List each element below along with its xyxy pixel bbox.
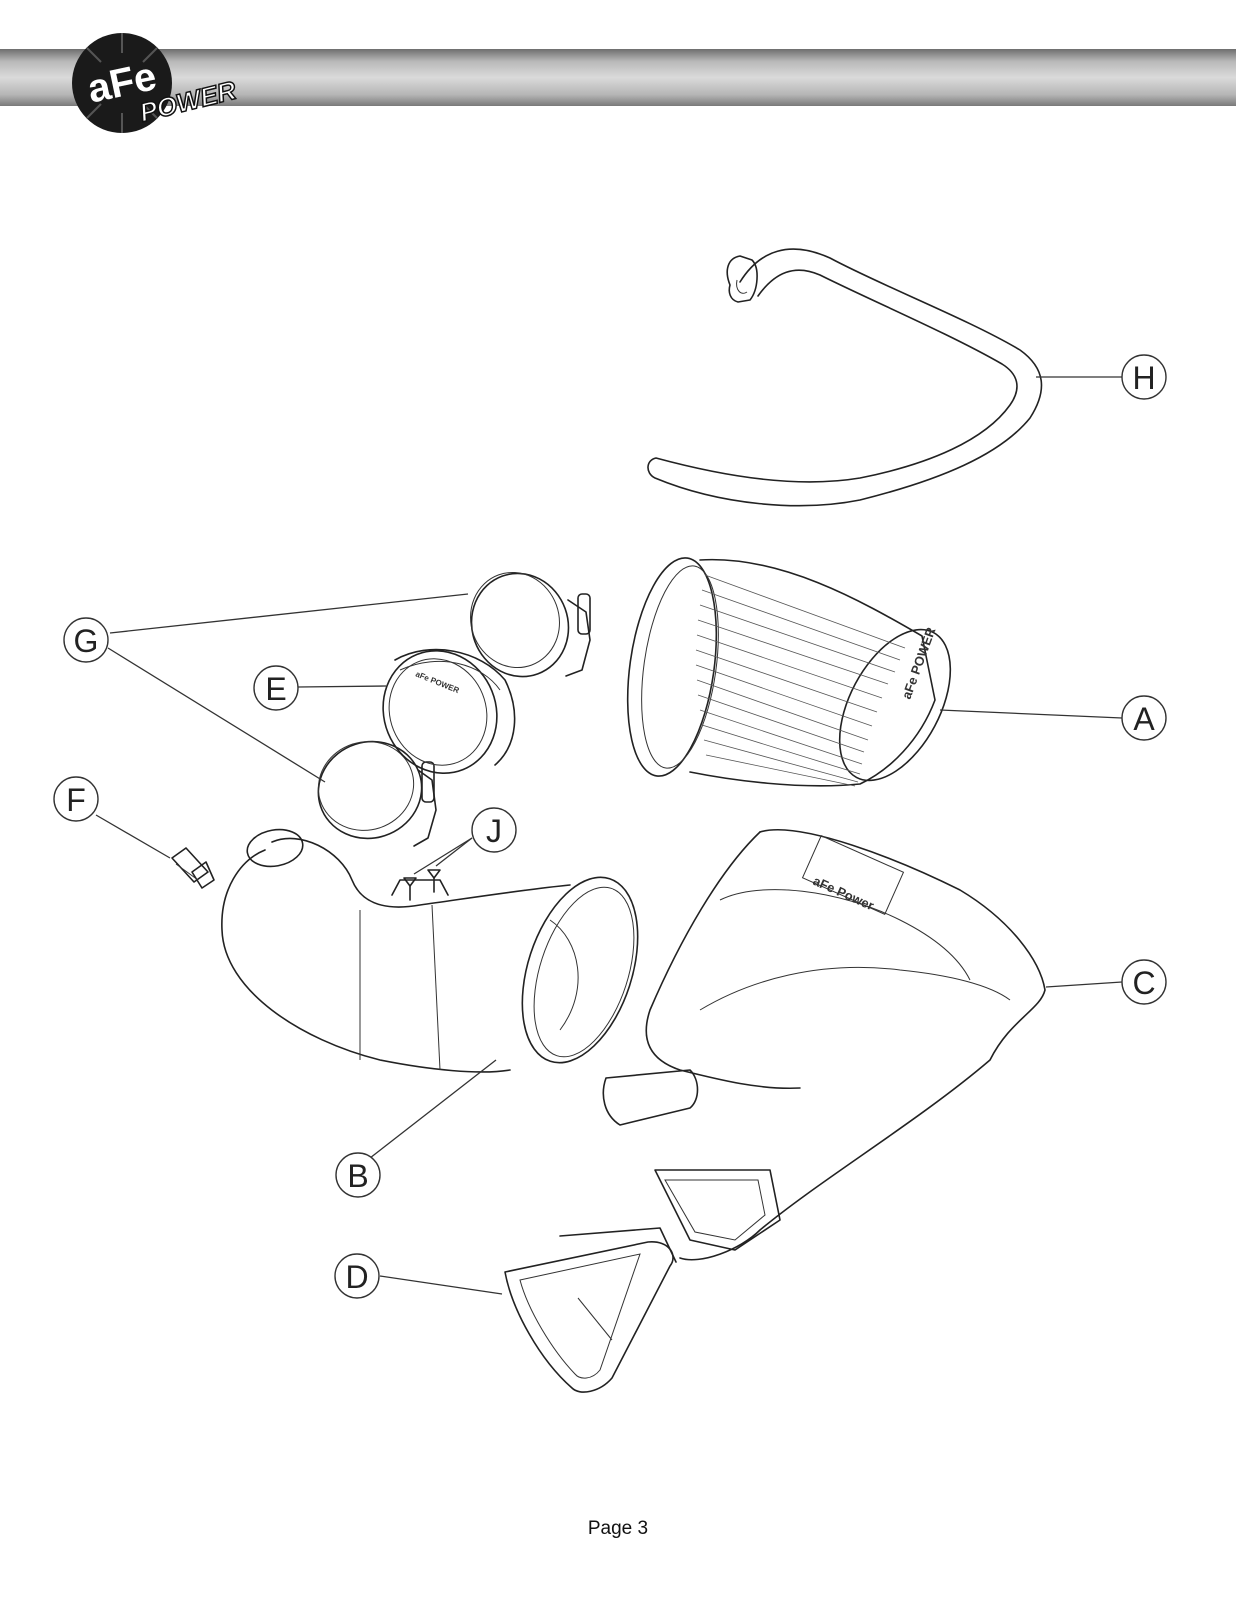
part-h-edge-trim xyxy=(647,248,1043,507)
svg-text:G: G xyxy=(74,623,99,659)
callout-d: D xyxy=(334,1253,503,1299)
svg-text:D: D xyxy=(345,1259,368,1295)
svg-text:B: B xyxy=(347,1158,368,1194)
callout-h: H xyxy=(1036,354,1167,400)
svg-text:H: H xyxy=(1132,360,1155,396)
svg-text:C: C xyxy=(1132,965,1155,1001)
page-number: Page 3 xyxy=(587,1518,649,1539)
svg-text:F: F xyxy=(66,782,86,818)
part-j-screws xyxy=(403,869,441,901)
part-e-coupler: aFe POWER xyxy=(382,648,516,774)
part-c-air-box: aFe Power xyxy=(602,829,1046,1261)
callout-a: A xyxy=(939,695,1167,741)
callout-b: B xyxy=(335,1059,497,1198)
coupler-imprint: aFe POWER xyxy=(414,670,460,696)
callout-e: E xyxy=(253,665,387,711)
part-d-duct-scoop xyxy=(504,1227,677,1393)
part-a-air-filter: aFe POWER xyxy=(626,557,952,787)
part-f-sensor-fitting xyxy=(171,847,215,889)
part-g-clamp-upper xyxy=(470,571,591,678)
svg-text:A: A xyxy=(1133,701,1155,737)
callout-g: G xyxy=(63,593,469,783)
part-b-intake-tube xyxy=(221,828,639,1073)
afe-power-logo: aFe POWER xyxy=(72,33,240,133)
header-bar xyxy=(0,49,1236,106)
callout-c: C xyxy=(1045,959,1167,1005)
callout-f: F xyxy=(53,776,171,859)
svg-text:J: J xyxy=(486,813,502,849)
housing-imprint: aFe Power xyxy=(811,873,877,913)
callout-j: J xyxy=(413,807,517,875)
svg-text:E: E xyxy=(265,671,286,707)
part-g-clamp-lower xyxy=(317,740,437,847)
